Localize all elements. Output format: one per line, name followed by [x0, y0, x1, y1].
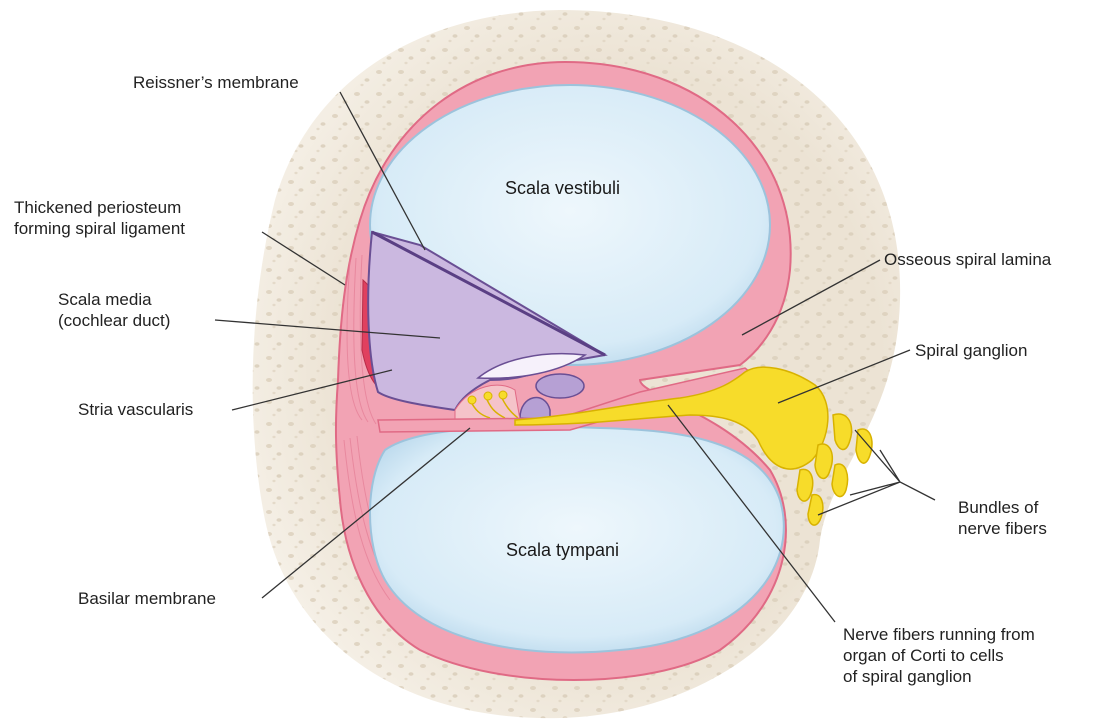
label-nerve-fibers-line1: Nerve fibers running from	[843, 624, 1035, 645]
label-scala-media: Scala media (cochlear duct)	[58, 289, 170, 331]
label-stria-vascularis: Stria vascularis	[78, 399, 193, 420]
label-nerve-fibers-line3: of spiral ganglion	[843, 666, 1035, 687]
label-basilar-membrane-text: Basilar membrane	[78, 588, 216, 609]
label-spiral-ganglion-text: Spiral ganglion	[915, 340, 1027, 361]
label-nerve-fibers: Nerve fibers running from organ of Corti…	[843, 624, 1035, 687]
label-scala-media-line1: Scala media	[58, 289, 170, 310]
label-osseous-spiral-lamina-text: Osseous spiral lamina	[884, 249, 1051, 270]
label-scala-vestibuli: Scala vestibuli	[505, 178, 620, 199]
label-bundles-line1: Bundles of	[958, 497, 1047, 518]
label-periosteum: Thickened periosteum forming spiral liga…	[14, 197, 185, 239]
label-basilar-membrane: Basilar membrane	[78, 588, 216, 609]
label-periosteum-line1: Thickened periosteum	[14, 197, 185, 218]
label-reissners-membrane: Reissner’s membrane	[133, 72, 299, 93]
label-bundles-line2: nerve fibers	[958, 518, 1047, 539]
label-reissners-membrane-text: Reissner’s membrane	[133, 72, 299, 93]
label-stria-vascularis-text: Stria vascularis	[78, 399, 193, 420]
label-periosteum-line2: forming spiral ligament	[14, 218, 185, 239]
label-bundles-of-nerve-fibers: Bundles of nerve fibers	[958, 497, 1047, 539]
label-spiral-ganglion: Spiral ganglion	[915, 340, 1027, 361]
label-scala-media-line2: (cochlear duct)	[58, 310, 170, 331]
label-scala-tympani: Scala tympani	[506, 540, 619, 561]
label-nerve-fibers-line2: organ of Corti to cells	[843, 645, 1035, 666]
label-osseous-spiral-lamina: Osseous spiral lamina	[884, 249, 1051, 270]
